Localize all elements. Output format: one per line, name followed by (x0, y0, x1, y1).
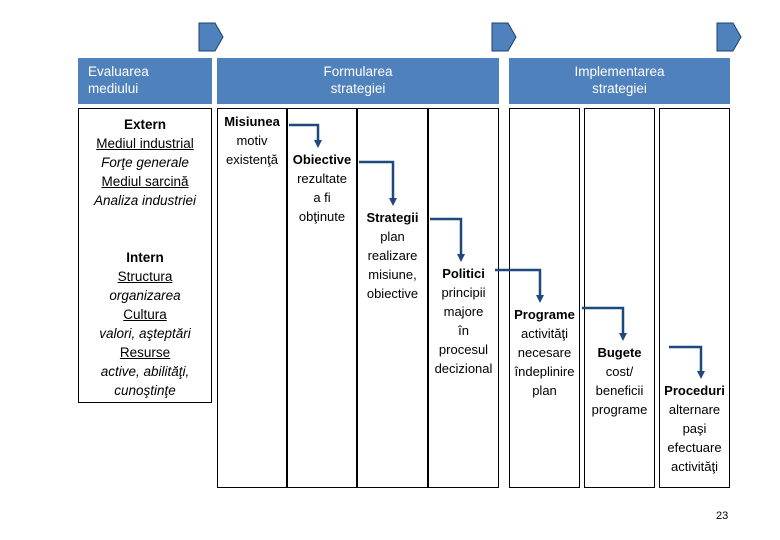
extern-line-3: Mediul sarcină (101, 174, 189, 189)
step-strategii: Strategii plan realizare misiune, obiect… (357, 208, 428, 303)
step-bugete: Bugete cost/ beneficii programe (584, 343, 655, 419)
header-formulation-line-2: strategiei (330, 81, 386, 96)
step-line: obţinute (298, 209, 346, 224)
header-evaluation-line-1: Evaluarea (88, 64, 149, 79)
header-evaluation: Evaluarea mediului (78, 58, 212, 104)
step-line: existenţă (225, 152, 279, 167)
pentagon-arrow-icon-1 (198, 22, 224, 52)
arrow-obiective-to-strategii (359, 160, 397, 206)
arrow-bugete-to-proceduri (669, 345, 705, 379)
pentagon-arrow-icon-3 (716, 22, 742, 52)
step-title: Programe (514, 307, 575, 322)
header-implementation-line-2: strategiei (592, 81, 647, 96)
column-4 (428, 108, 499, 488)
step-line: rezultate (297, 171, 347, 186)
column-6 (584, 108, 655, 488)
step-line: motiv (236, 133, 268, 148)
step-line: decizional (434, 361, 493, 376)
intern-line-3: Cultura (123, 307, 167, 322)
arrow-misiunea-to-obiective (289, 123, 322, 148)
column-3 (357, 108, 428, 488)
arrow-politici-to-programe (495, 268, 544, 303)
step-title: Politici (442, 266, 485, 281)
step-programe: Programe activităţi necesare îndeplinire… (509, 305, 580, 400)
environment-box (78, 108, 212, 403)
step-title: Strategii (366, 210, 419, 225)
step-line: necesare (517, 345, 572, 360)
step-line: realizare (367, 248, 418, 263)
intern-line-1: Structura (117, 269, 173, 284)
step-line: activităţi (521, 326, 568, 341)
extern-section: Extern Mediul industrial Forţe generale … (78, 115, 212, 210)
step-line: misiune, (368, 267, 417, 282)
step-line: beneficii (595, 383, 644, 398)
step-line: plan (380, 229, 405, 244)
pentagon-arrow-icon-2 (491, 22, 517, 52)
column-2 (287, 108, 357, 488)
step-line: în (458, 323, 469, 338)
column-1 (217, 108, 287, 488)
intern-line-2: organizarea (109, 288, 181, 303)
step-misiunea: Misiunea motiv existenţă (217, 112, 287, 169)
step-line: îndeplinire (514, 364, 575, 379)
step-title: Proceduri (664, 383, 725, 398)
intern-section: Intern Structura organizarea Cultura val… (78, 248, 212, 400)
extern-title: Extern (123, 117, 167, 132)
step-title: Obiective (292, 152, 352, 167)
step-line: obiective (366, 286, 419, 301)
extern-line-1: Mediul industrial (96, 136, 194, 151)
step-line: procesul (438, 342, 489, 357)
intern-line-6: active, abilităţi, (100, 364, 190, 379)
step-line: a fi (313, 190, 331, 205)
step-line: efectuare (667, 440, 722, 455)
column-5 (509, 108, 580, 488)
step-title: Bugete (597, 345, 642, 360)
step-title: Misiunea (224, 114, 280, 129)
intern-title: Intern (126, 250, 164, 265)
step-obiective: Obiective rezultate a fi obţinute (287, 150, 357, 226)
arrow-strategii-to-politici (430, 217, 465, 262)
header-formulation-line-1: Formularea (323, 64, 393, 79)
step-line: plan (532, 383, 557, 398)
step-proceduri: Proceduri alternare paşi efectuare activ… (659, 381, 730, 476)
header-evaluation-line-2: mediului (88, 81, 139, 96)
extern-line-4: Analiza industriei (93, 193, 197, 208)
page-number: 23 (716, 510, 729, 522)
step-line: alternare (668, 402, 721, 417)
step-line: programe (591, 402, 648, 417)
step-line: paşi (682, 421, 707, 436)
step-line: majore (443, 304, 484, 319)
step-politici: Politici principii majore în procesul de… (428, 264, 499, 378)
header-formulation: Formularea strategiei (217, 58, 499, 104)
intern-line-5: Resurse (119, 345, 171, 360)
header-implementation-line-1: Implementarea (574, 64, 665, 79)
step-line: principii (441, 285, 486, 300)
extern-line-2: Forţe generale (101, 155, 189, 170)
intern-line-7: cunoştinţe (114, 383, 176, 398)
column-7 (659, 108, 730, 488)
step-line: cost/ (605, 364, 634, 379)
step-line: activităţi (671, 459, 718, 474)
arrow-programe-to-bugete (582, 306, 627, 341)
intern-line-4: valori, aşteptări (99, 326, 191, 341)
header-implementation: Implementarea strategiei (509, 58, 730, 104)
